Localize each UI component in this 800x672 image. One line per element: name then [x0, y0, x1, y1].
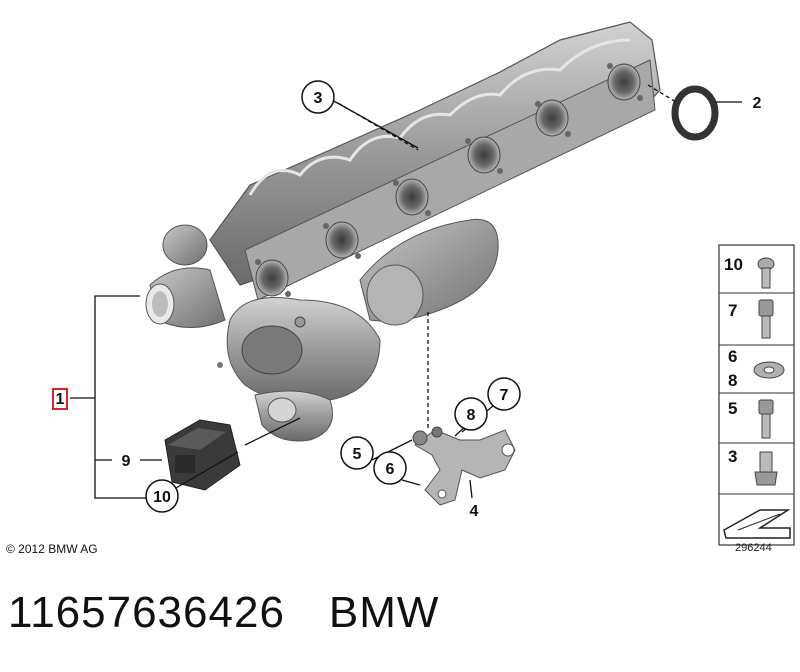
svg-text:1: 1	[56, 391, 65, 408]
callout-10: 10	[145, 479, 179, 513]
callout-8: 8	[454, 397, 488, 431]
svg-text:3: 3	[314, 90, 323, 107]
nut-icon	[754, 451, 778, 486]
svg-text:6: 6	[386, 461, 395, 478]
legend-label-7: 7	[728, 301, 737, 320]
bracket	[412, 426, 516, 506]
svg-text:4: 4	[470, 503, 479, 520]
screw-icon	[757, 257, 775, 289]
pressure-converter	[164, 419, 241, 491]
svg-text:5: 5	[353, 446, 362, 463]
svg-text:7: 7	[500, 387, 509, 404]
callout-1: 1	[52, 388, 68, 410]
legend-label-10: 10	[724, 255, 743, 274]
bolt-icon-short	[758, 399, 774, 439]
legend-label-3: 3	[728, 447, 737, 466]
callout-5: 5	[340, 436, 374, 470]
svg-text:9: 9	[122, 453, 131, 470]
exhaust-manifold-turbocharger	[145, 21, 661, 442]
svg-text:8: 8	[467, 407, 476, 424]
legend-label-6: 6	[728, 347, 737, 366]
parts-diagram: 3 2 1 9 10 5 6 8 7 4 10	[52, 21, 795, 546]
svg-text:2: 2	[753, 95, 762, 112]
callout-4: 4	[470, 503, 479, 520]
sealing-ring	[671, 85, 719, 141]
copyright-notice: © 2012 BMW AG	[6, 542, 98, 556]
callout-6: 6	[373, 451, 407, 485]
footer-caption: 11657636426 BMW	[8, 588, 439, 638]
legend-label-8: 8	[728, 371, 737, 390]
diagram-number: 296244	[735, 542, 772, 554]
brand-name: BMW	[328, 588, 440, 637]
callout-9: 9	[122, 453, 131, 470]
callout-3: 3	[301, 80, 335, 114]
direction-arrow-icon	[723, 509, 791, 539]
legend-label-5: 5	[728, 399, 737, 418]
bolt-icon	[758, 299, 774, 339]
svg-text:10: 10	[153, 489, 171, 506]
washer-icon	[753, 361, 785, 379]
part-number: 11657636426	[8, 588, 285, 637]
fastener-legend: 10 7 6 8 5 3	[718, 244, 795, 546]
callout-7: 7	[487, 377, 521, 411]
callout-2: 2	[753, 95, 762, 112]
